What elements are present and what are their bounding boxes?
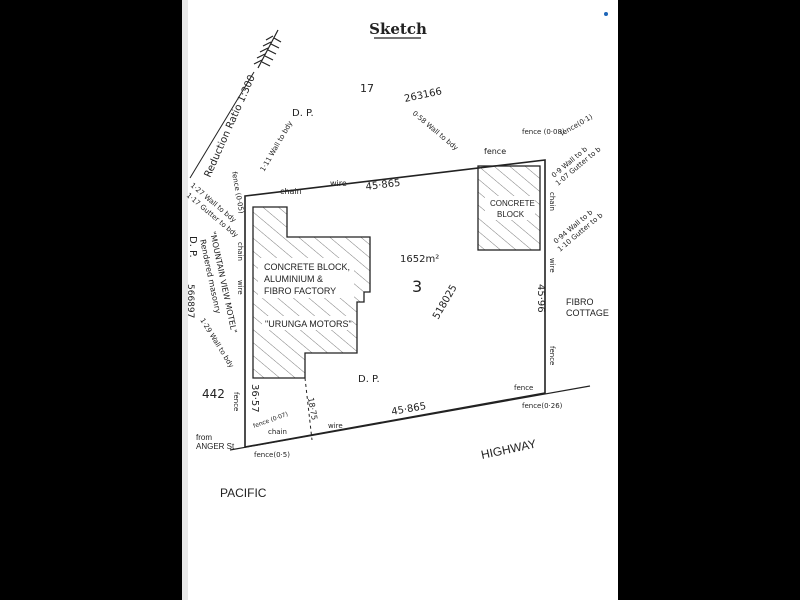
ink-mark: [604, 12, 608, 16]
road-highway: HIGHWAY: [480, 437, 538, 462]
factory-label-3: FIBRO FACTORY: [264, 286, 336, 296]
note-chain-e: chain: [548, 192, 556, 211]
lot-number: 3: [412, 277, 422, 296]
note-fence-ne2: fence(0·1): [559, 113, 594, 138]
cottage-label-1: FIBRO: [566, 297, 594, 307]
scale-ratio: Reduction Ratio 1:300: [203, 73, 258, 179]
dp-label-north: D. P.: [292, 108, 314, 119]
road-from: from: [196, 433, 212, 442]
factory-label-bg: [258, 258, 354, 298]
note-fence-se: fence(0·26): [522, 402, 563, 410]
lot-boundary: [244, 159, 546, 448]
factory-name: "URUNGA MOTORS": [265, 319, 352, 329]
note-wall-ne: 0·58 Wall to bdy: [411, 109, 460, 152]
note-chain-n: chain: [280, 187, 302, 196]
inner-dimension: 18·75: [306, 397, 319, 421]
dp-number: 518025: [431, 283, 460, 322]
block-label-bg: [485, 196, 535, 220]
note-chain-s: chain: [268, 428, 287, 436]
dimension-north: 45·865: [365, 178, 401, 193]
dp-west: 566897: [185, 284, 195, 318]
scale-leader: [189, 71, 255, 179]
factory-name-bg: [262, 316, 352, 330]
note-chain-w: chain: [236, 242, 244, 261]
dp-label-west: D. P.: [187, 236, 198, 258]
block-label-1: CONCRETE: [490, 199, 535, 208]
dimension-east: 45·96: [535, 284, 546, 313]
dp-north: 263166: [403, 86, 443, 105]
block-label-2: BLOCK: [497, 210, 525, 219]
factory-label-2: ALUMINIUM &: [264, 274, 323, 284]
dp-label-lot: D. P.: [358, 374, 380, 385]
note-wire-e: wire: [548, 258, 556, 273]
sheet-edge-shadow: [182, 0, 188, 600]
note-wire-s: wire: [328, 422, 343, 430]
lot-area: 1652m²: [400, 254, 439, 265]
lot-west: 442: [202, 387, 225, 401]
note-fence-s: fence: [514, 384, 533, 392]
note-fence-ne: fence (0·08): [522, 128, 565, 136]
note-wire-w: wire: [236, 280, 244, 295]
sketch-title: Sketch: [369, 20, 427, 38]
note-fence-sw2: fence(0·5): [254, 451, 290, 459]
road-anger: ANGER St: [196, 442, 235, 451]
note-wall-nw: 1·11 Wall to bdy: [259, 120, 294, 173]
lot-north: 17: [360, 82, 374, 95]
highway-boundary: [229, 385, 591, 451]
factory-label-1: CONCRETE BLOCK,: [264, 262, 350, 272]
road-pacific: PACIFIC: [220, 486, 267, 500]
note-fence-n: fence: [484, 147, 506, 156]
note-fence-e: fence: [548, 346, 556, 365]
dimension-west: 36·57: [249, 384, 260, 413]
north-arrow-icon: [253, 29, 282, 69]
note-fence-w: fence: [232, 392, 240, 411]
cottage-label-2: COTTAGE: [566, 308, 609, 318]
note-fence-nw: fence (0·05): [230, 171, 245, 215]
inner-dashed-line: [304, 377, 313, 441]
note-wire-n: wire: [330, 179, 347, 188]
